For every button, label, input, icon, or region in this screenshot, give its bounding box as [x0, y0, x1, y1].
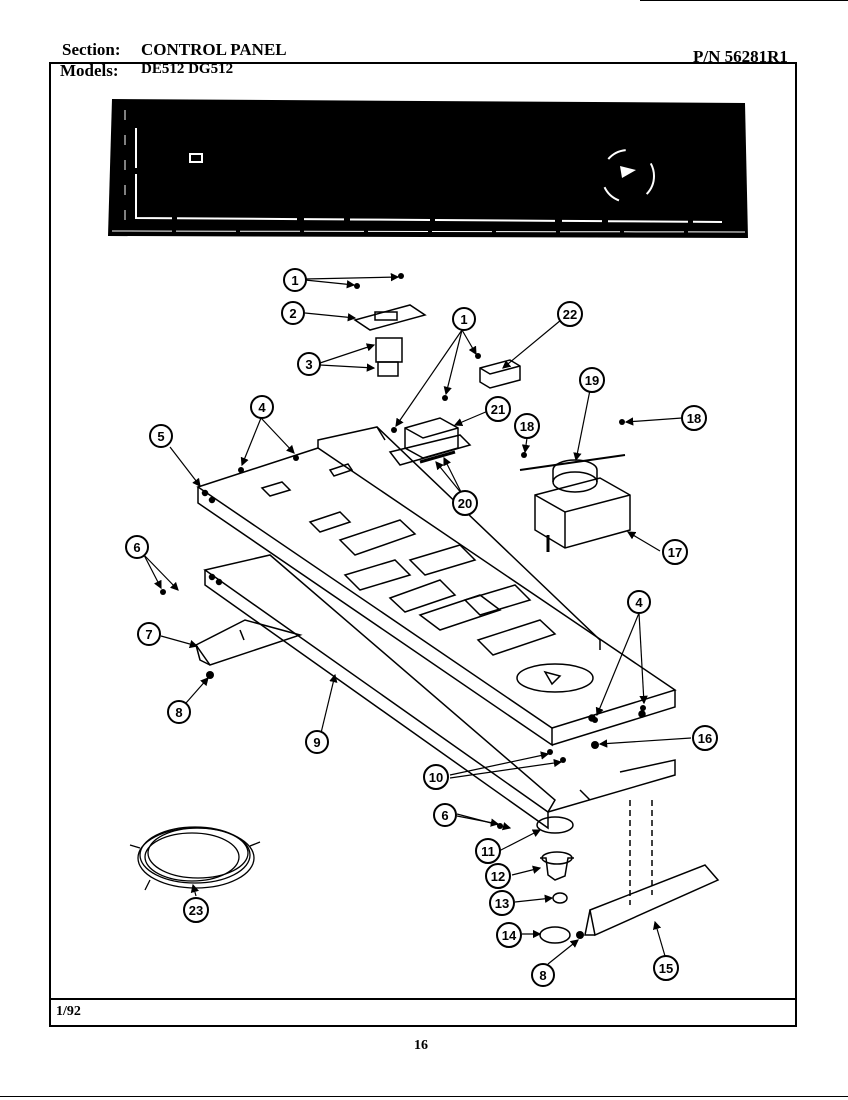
leader-lines [143, 272, 692, 965]
callout-10: 10 [423, 764, 449, 790]
svg-text:3: 3 [305, 357, 312, 372]
svg-text:1: 1 [291, 273, 298, 288]
svg-text:14: 14 [502, 928, 517, 943]
timer-dial-marker-icon [601, 149, 655, 203]
svg-text:10: 10 [429, 770, 443, 785]
svg-text:17: 17 [668, 545, 682, 560]
callout-18b: 18 [681, 405, 707, 431]
callout-20: 20 [452, 490, 478, 516]
part-11 [536, 816, 574, 834]
svg-text:4: 4 [635, 595, 643, 610]
svg-text:8: 8 [175, 705, 182, 720]
svg-text:21: 21 [491, 402, 505, 417]
console-body-part-5 [196, 426, 677, 747]
svg-text:2: 2 [289, 306, 296, 321]
callout-15: 15 [653, 955, 679, 981]
callout-21: 21 [485, 396, 511, 422]
callout-5: 5 [149, 424, 173, 448]
callout-1a: 1 [283, 268, 307, 292]
svg-text:6: 6 [133, 540, 140, 555]
svg-text:7: 7 [145, 627, 152, 642]
wire-harness-part-23 [129, 826, 261, 891]
callout-17: 17 [662, 539, 688, 565]
svg-text:22: 22 [563, 307, 577, 322]
svg-text:6: 6 [441, 808, 448, 823]
relay-part-21 [388, 417, 472, 466]
part-number: P/N 56281R1 [693, 47, 788, 66]
bottom-edge-rule [0, 1096, 848, 1097]
bracket-part-15 [584, 800, 720, 937]
svg-text:19: 19 [585, 373, 599, 388]
callout-6a: 6 [125, 535, 149, 559]
bracket-part-7 [194, 619, 303, 666]
callout-22: 22 [557, 301, 583, 327]
callout-18a: 18 [514, 413, 540, 439]
section-label: Section: [62, 40, 121, 59]
callouts: 1 2 3 1 22 19 4 21 18 18 5 20 17 6 4 7 8… [125, 268, 718, 987]
svg-text:8: 8 [539, 968, 546, 983]
svg-text:13: 13 [495, 896, 509, 911]
control-panel-face [108, 99, 748, 238]
callout-14: 14 [496, 922, 522, 948]
callout-2: 2 [281, 301, 305, 325]
svg-text:18: 18 [687, 411, 701, 426]
component-part-3 [375, 337, 403, 377]
callout-6b: 6 [433, 803, 457, 827]
front-rail-part-9 [203, 554, 676, 830]
callout-13: 13 [489, 890, 515, 916]
callout-7: 7 [137, 622, 161, 646]
svg-text:15: 15 [659, 961, 673, 976]
svg-text:9: 9 [313, 735, 320, 750]
svg-text:5: 5 [157, 429, 164, 444]
callout-4a: 4 [250, 395, 274, 419]
section-title: CONTROL PANEL [141, 40, 287, 59]
svg-text:12: 12 [491, 869, 505, 884]
callout-3: 3 [297, 352, 321, 376]
page-number: 16 [414, 1038, 428, 1053]
svg-text:11: 11 [481, 844, 495, 859]
knob-parts [536, 816, 574, 944]
top-edge-rule [640, 0, 848, 1]
svg-text:23: 23 [189, 903, 203, 918]
rod-part-19 [519, 454, 626, 471]
switch-part-22 [479, 359, 521, 389]
part-14 [539, 926, 571, 944]
callout-9: 9 [305, 730, 329, 754]
callout-4b: 4 [627, 590, 651, 614]
svg-text:20: 20 [458, 496, 472, 511]
callout-23: 23 [183, 897, 209, 923]
diagram-frame [49, 62, 797, 1027]
callout-19: 19 [579, 367, 605, 393]
indicator-light-icon [189, 153, 203, 163]
revision-date: 1/92 [56, 1004, 81, 1019]
bracket-plate-part-2 [353, 304, 427, 331]
footer-rule [49, 998, 797, 1000]
models-list: DE512 DG512 [141, 61, 234, 77]
models-label: Models: [60, 61, 119, 80]
callout-11: 11 [475, 838, 501, 864]
callout-8b: 8 [531, 963, 555, 987]
screws [160, 273, 646, 939]
callout-12: 12 [485, 863, 511, 889]
timer-part-17 [534, 459, 631, 552]
svg-text:16: 16 [698, 731, 712, 746]
svg-text:18: 18 [520, 419, 534, 434]
callout-1b: 1 [452, 307, 476, 331]
callout-16: 16 [692, 725, 718, 751]
knob-part-12 [540, 857, 574, 881]
callout-8a: 8 [167, 700, 191, 724]
svg-text:1: 1 [460, 312, 467, 327]
svg-text:4: 4 [258, 400, 266, 415]
part-13 [552, 892, 568, 904]
